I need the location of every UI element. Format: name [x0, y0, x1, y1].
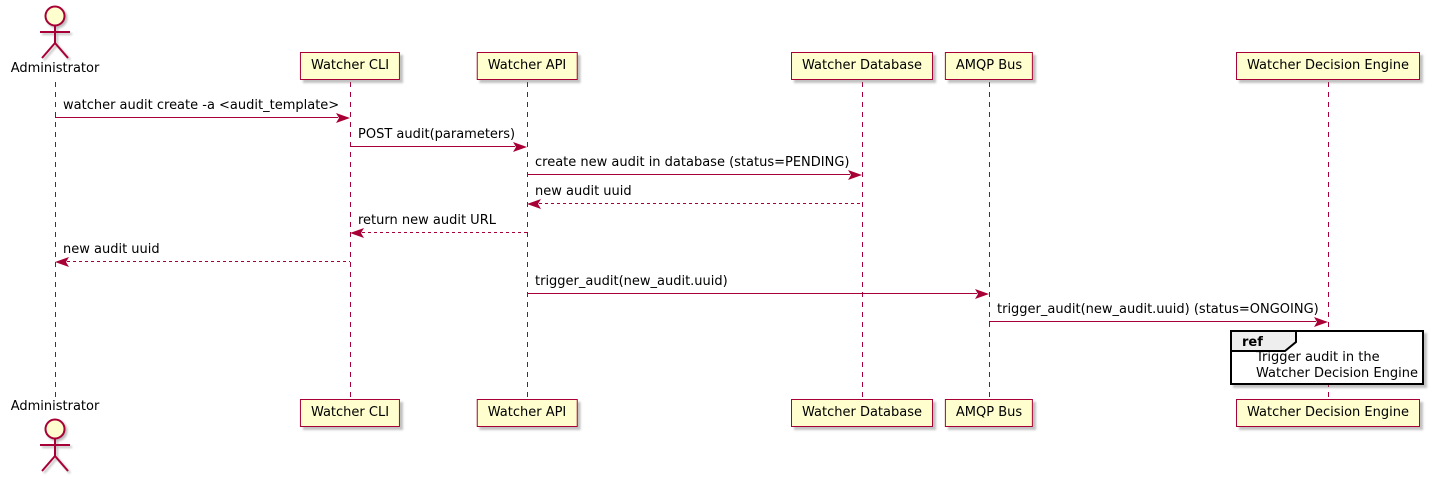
actor-label-administrator-top: Administrator: [10, 61, 100, 76]
message-line-7: [527, 293, 977, 295]
lifeline-watcher-decision-engine: [1328, 82, 1329, 399]
participant-box-watcher-api-top: Watcher API: [476, 52, 578, 80]
participant-box-watcher-database-bottom: Watcher Database: [791, 399, 933, 427]
lifeline-amqp-bus: [989, 82, 990, 399]
lifeline-administrator: [55, 82, 56, 399]
message-line-6: [67, 261, 350, 263]
message-label-6: new audit uuid: [63, 242, 160, 257]
participant-box-watcher-decision-engine-bottom: Watcher Decision Engine: [1236, 399, 1420, 427]
message-line-1: [55, 117, 338, 119]
arrowhead-icon: [527, 198, 541, 209]
message-line-2: [350, 146, 515, 148]
arrowhead-icon: [848, 169, 862, 180]
message-label-5: return new audit URL: [358, 213, 496, 228]
arrowhead-icon: [350, 227, 364, 238]
arrowhead-icon: [55, 256, 69, 267]
message-line-5: [362, 232, 527, 234]
arrowhead-icon: [975, 288, 989, 299]
participant-box-amqp-bus-bottom: AMQP Bus: [944, 399, 1034, 427]
ref-header: ref: [1230, 330, 1297, 352]
message-label-7: trigger_audit(new_audit.uuid): [535, 274, 728, 289]
message-label-1: watcher audit create -a <audit_template>: [63, 98, 340, 113]
ref-text-line-2: Watcher Decision Engine: [1256, 366, 1418, 381]
actor-figure-icon: [40, 5, 70, 59]
arrowhead-icon: [513, 141, 527, 152]
lifeline-watcher-api: [527, 82, 528, 399]
message-label-4: new audit uuid: [535, 184, 632, 199]
actor-label-administrator-bottom: Administrator: [10, 399, 100, 414]
participant-box-watcher-database-top: Watcher Database: [791, 52, 933, 80]
participant-box-watcher-api-bottom: Watcher API: [476, 399, 578, 427]
participant-box-watcher-cli-bottom: Watcher CLI: [299, 399, 401, 427]
lifeline-watcher-cli: [350, 82, 351, 399]
actor-figure-icon: [40, 418, 70, 472]
participant-box-watcher-decision-engine-top: Watcher Decision Engine: [1236, 52, 1420, 80]
participant-box-amqp-bus-top: AMQP Bus: [944, 52, 1034, 80]
message-label-2: POST audit(parameters): [358, 127, 516, 142]
participant-box-watcher-cli-top: Watcher CLI: [299, 52, 401, 80]
message-line-3: [527, 174, 850, 176]
ref-text-line-1: Trigger audit in the: [1256, 350, 1380, 365]
message-line-8: [989, 321, 1316, 323]
lifeline-watcher-database: [862, 82, 863, 399]
arrowhead-icon: [1314, 316, 1328, 327]
svg-text:ref: ref: [1242, 335, 1263, 350]
message-line-4: [539, 203, 862, 205]
message-label-3: create new audit in database (status=PEN…: [535, 155, 850, 170]
arrowhead-icon: [336, 112, 350, 123]
message-label-8: trigger_audit(new_audit.uuid) (status=ON…: [997, 302, 1319, 317]
